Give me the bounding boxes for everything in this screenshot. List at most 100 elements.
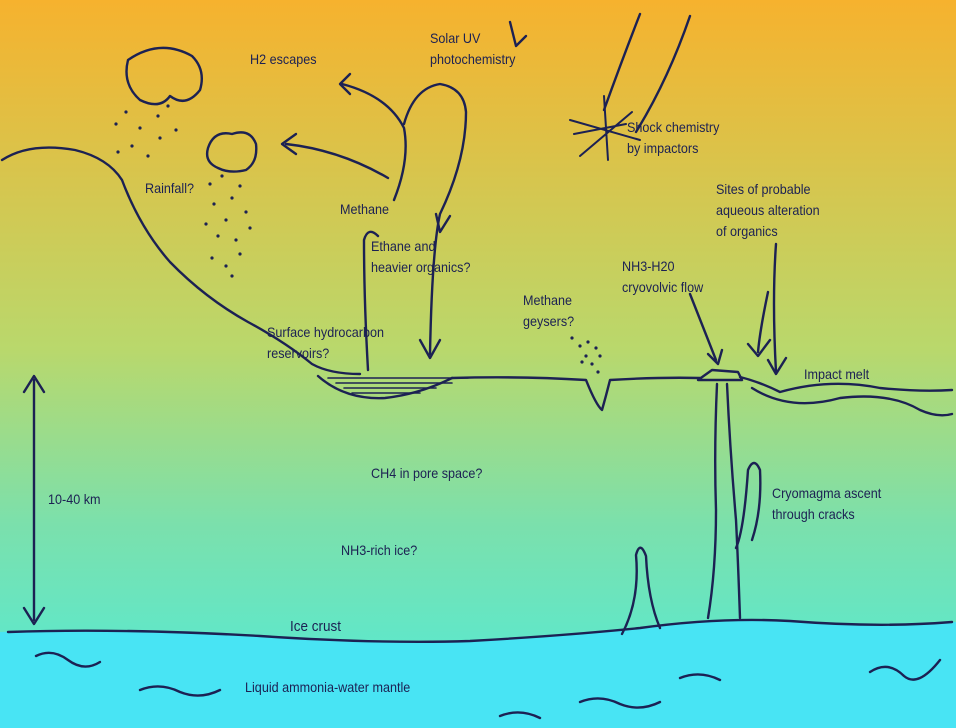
dot [230, 274, 233, 277]
cloud-upper [127, 48, 202, 104]
label-text: reservoirs? [267, 343, 384, 364]
label-text: of organics [716, 221, 820, 242]
cryomagma-branch [736, 463, 760, 548]
dot [578, 344, 581, 347]
methane-to-h2-arrow [342, 84, 406, 200]
label-text: aqueous alteration [716, 200, 820, 221]
label-depth: 10-40 km [48, 489, 101, 510]
label-text: Rainfall? [145, 178, 194, 199]
dot [238, 184, 241, 187]
dot [580, 360, 583, 363]
label-text: through cracks [772, 504, 881, 525]
methane-to-cloud-arrow [286, 144, 388, 178]
dot [210, 256, 213, 259]
dot [166, 104, 169, 107]
label-ice-crust: Ice crust [290, 616, 341, 637]
label-text: Methane [523, 290, 574, 311]
dot [146, 154, 149, 157]
cryomagma-crack-right [727, 384, 740, 618]
aqueous-arrow-right [774, 244, 776, 372]
cryomagma-crack-left [708, 384, 717, 618]
label-impact-melt: Impact melt [804, 364, 869, 385]
label-text: Solar UV [430, 28, 515, 49]
dot [212, 202, 215, 205]
mantle-wave [580, 698, 660, 707]
dot [208, 182, 211, 185]
label-text: Shock chemistry [627, 117, 719, 138]
label-text: Sites of probable [716, 179, 820, 200]
cryovolcanic-flow-mound [698, 370, 742, 380]
label-text: cryovolvic flow [622, 277, 703, 298]
dot [216, 234, 219, 237]
impactor-streaks [604, 14, 690, 132]
label-text: H2 escapes [250, 49, 317, 70]
label-text: CH4 in pore space? [371, 463, 482, 484]
label-text: heavier organics? [371, 257, 470, 278]
label-ethane-organics: Ethane and heavier organics? [371, 236, 470, 278]
dot [116, 150, 119, 153]
dot [220, 174, 223, 177]
cryoflow-pointer [690, 294, 716, 360]
dot [224, 264, 227, 267]
label-h2-escapes: H2 escapes [250, 49, 317, 70]
dot [594, 346, 597, 349]
dot [156, 114, 159, 117]
dot [138, 126, 141, 129]
label-ch4-pore-space: CH4 in pore space? [371, 463, 482, 484]
label-text: photochemistry [430, 49, 515, 70]
label-text: Methane [340, 199, 389, 220]
label-solar-uv: Solar UV photochemistry [430, 28, 515, 70]
dot [584, 354, 587, 357]
cryomagma-spike [622, 548, 660, 634]
dot [248, 226, 251, 229]
dot [124, 110, 127, 113]
dot [230, 196, 233, 199]
mantle-wave [500, 712, 540, 718]
dot [174, 128, 177, 131]
ice-crust-boundary [8, 620, 952, 642]
dot [130, 144, 133, 147]
label-rainfall: Rainfall? [145, 178, 194, 199]
label-text: Impact melt [804, 364, 869, 385]
dot [570, 336, 573, 339]
label-shock-chemistry: Shock chemistry by impactors [627, 117, 719, 159]
label-methane: Methane [340, 199, 389, 220]
dot [224, 218, 227, 221]
label-text: Surface hydrocarbon [267, 322, 384, 343]
dot [586, 340, 589, 343]
uv-to-organics-arrow [404, 84, 466, 354]
label-text: NH3-H20 [622, 256, 703, 277]
label-text: geysers? [523, 311, 574, 332]
label-surface-reservoirs: Surface hydrocarbon reservoirs? [267, 322, 384, 364]
label-text: Cryomagma ascent [772, 483, 881, 504]
surface-line [452, 377, 700, 410]
mantle-wave [140, 686, 220, 695]
label-text: Liquid ammonia-water mantle [245, 677, 410, 698]
label-cryomagma-ascent: Cryomagma ascent through cracks [772, 483, 881, 525]
aqueous-arrowheads [748, 340, 786, 374]
dot [596, 370, 599, 373]
label-text: NH3-rich ice? [341, 540, 417, 561]
label-nh3-rich-ice: NH3-rich ice? [341, 540, 417, 561]
mantle-wave [870, 660, 940, 680]
label-text: by impactors [627, 138, 719, 159]
mantle-wave [36, 653, 100, 667]
label-aqueous-alteration: Sites of probable aqueous alteration of … [716, 179, 820, 242]
mantle-wave [680, 674, 720, 680]
label-liquid-mantle: Liquid ammonia-water mantle [245, 677, 410, 698]
label-text: Ethane and [371, 236, 470, 257]
dot [158, 136, 161, 139]
dot [114, 122, 117, 125]
label-methane-geysers: Methane geysers? [523, 290, 574, 332]
dot [590, 362, 593, 365]
dot [238, 252, 241, 255]
label-text: Ice crust [290, 616, 341, 637]
label-cryovolcanic-flow: NH3-H20 cryovolvic flow [622, 256, 703, 298]
dot [234, 238, 237, 241]
label-text: 10-40 km [48, 489, 101, 510]
lake-basin [318, 376, 452, 398]
dot [204, 222, 207, 225]
cloud-lower [207, 132, 256, 171]
dot [598, 354, 601, 357]
